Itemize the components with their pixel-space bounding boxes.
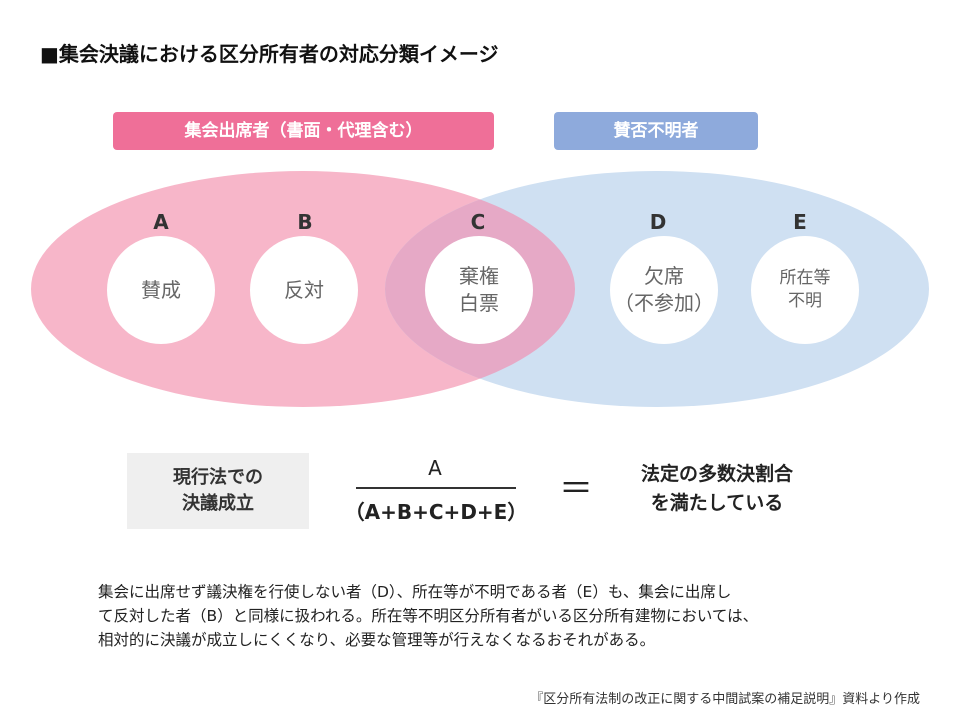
category-d-letter: D [649,210,667,234]
attendees-label: 集会出席者（書面・代理含む） [113,112,494,150]
category-c-letter: C [470,210,486,234]
overlap-region [385,171,575,407]
category-b-letter: B [297,210,313,234]
page-title: ■集会決議における区分所有者の対応分類イメージ [40,42,499,66]
fraction-denominator: （A+B+C+D+E） [344,500,528,524]
category-e-circle: 所在等 不明 [751,236,859,344]
category-d-circle: 欠席 （不参加） [610,236,718,344]
unknown-label: 賛否不明者 [554,112,758,150]
category-e-letter: E [793,210,807,234]
fraction-numerator: A [428,456,442,480]
category-a-circle: 賛成 [107,236,215,344]
condition-box: 現行法での 決議成立 [127,453,309,529]
result-text: 法定の多数決割合 を満たしている [640,463,793,514]
category-c-circle: 棄権 白票 [425,236,533,344]
category-b-circle: 反対 [250,236,358,344]
equals-sign: ＝ [559,469,593,509]
explanation-note: 集会に出席せず議決権を行使しない者（D）、所在等が不明である者（E）も、集会に出… [98,583,759,649]
category-a-letter: A [153,210,169,234]
fraction-line [356,487,516,489]
source-citation: 『区分所有法制の改正に関する中間試案の補足説明』資料より作成 [530,692,920,707]
